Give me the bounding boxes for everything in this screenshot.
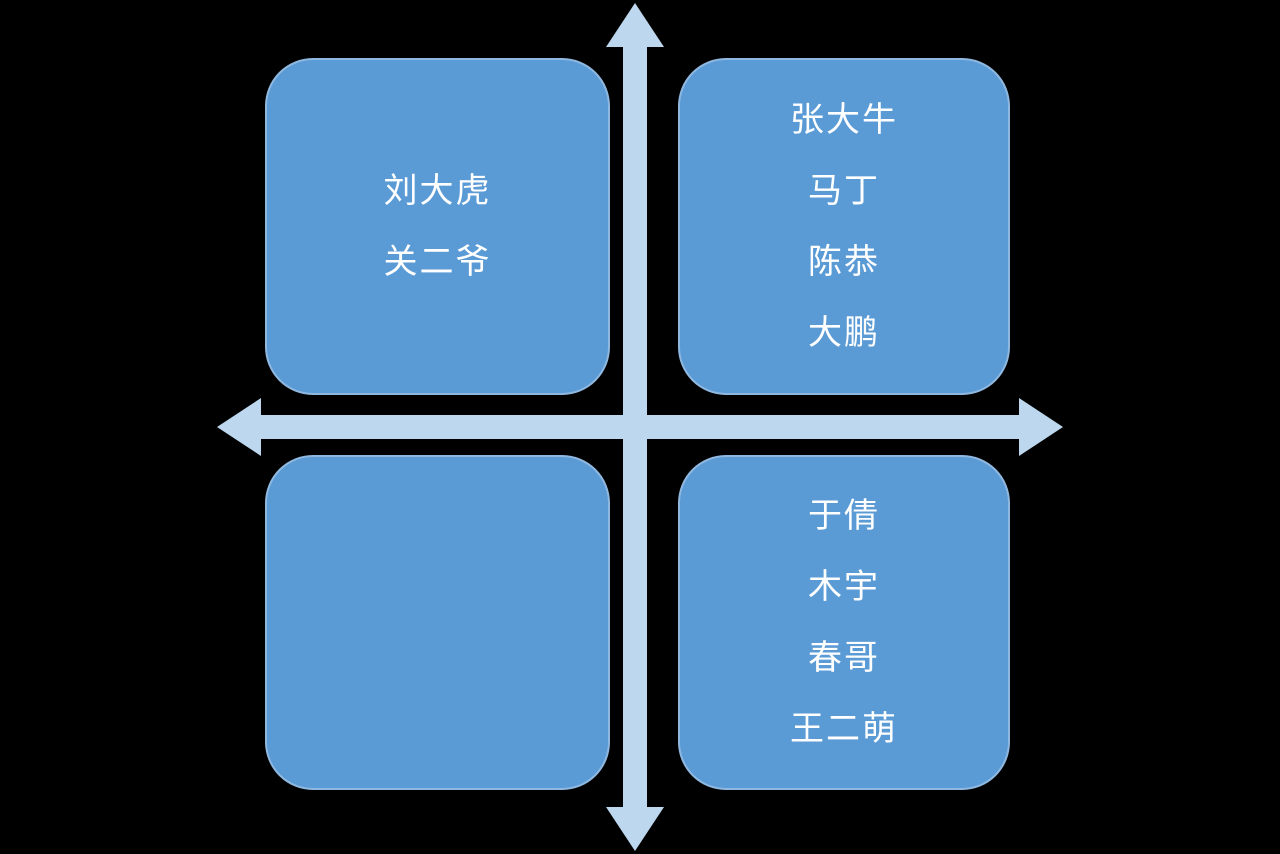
- person-name: 木宇: [808, 567, 880, 607]
- person-name: 刘大虎: [383, 171, 492, 211]
- quadrant-box-top-right: 张大牛马丁陈恭大鹏: [678, 58, 1010, 395]
- quadrant-box-bottom-right: 于倩木宇春哥王二萌: [678, 455, 1010, 790]
- quadrant-name-list: 刘大虎关二爷: [384, 169, 492, 284]
- person-name: 关二爷: [383, 242, 492, 282]
- person-name: 陈恭: [808, 242, 880, 282]
- person-name: 于倩: [808, 496, 880, 536]
- person-name: 大鹏: [808, 313, 880, 353]
- quadrant-name-list: 张大牛马丁陈恭大鹏: [790, 98, 898, 355]
- person-name: 张大牛: [790, 100, 898, 140]
- quadrant-box-top-left: 刘大虎关二爷: [265, 58, 610, 395]
- quadrant-box-bottom-left: [265, 455, 610, 790]
- person-name: 马丁: [808, 171, 880, 211]
- person-name: 王二萌: [790, 709, 898, 749]
- horizontal-axis-arrow: [217, 398, 1063, 456]
- person-name: 春哥: [808, 638, 880, 678]
- quadrant-name-list: 于倩木宇春哥王二萌: [790, 494, 898, 751]
